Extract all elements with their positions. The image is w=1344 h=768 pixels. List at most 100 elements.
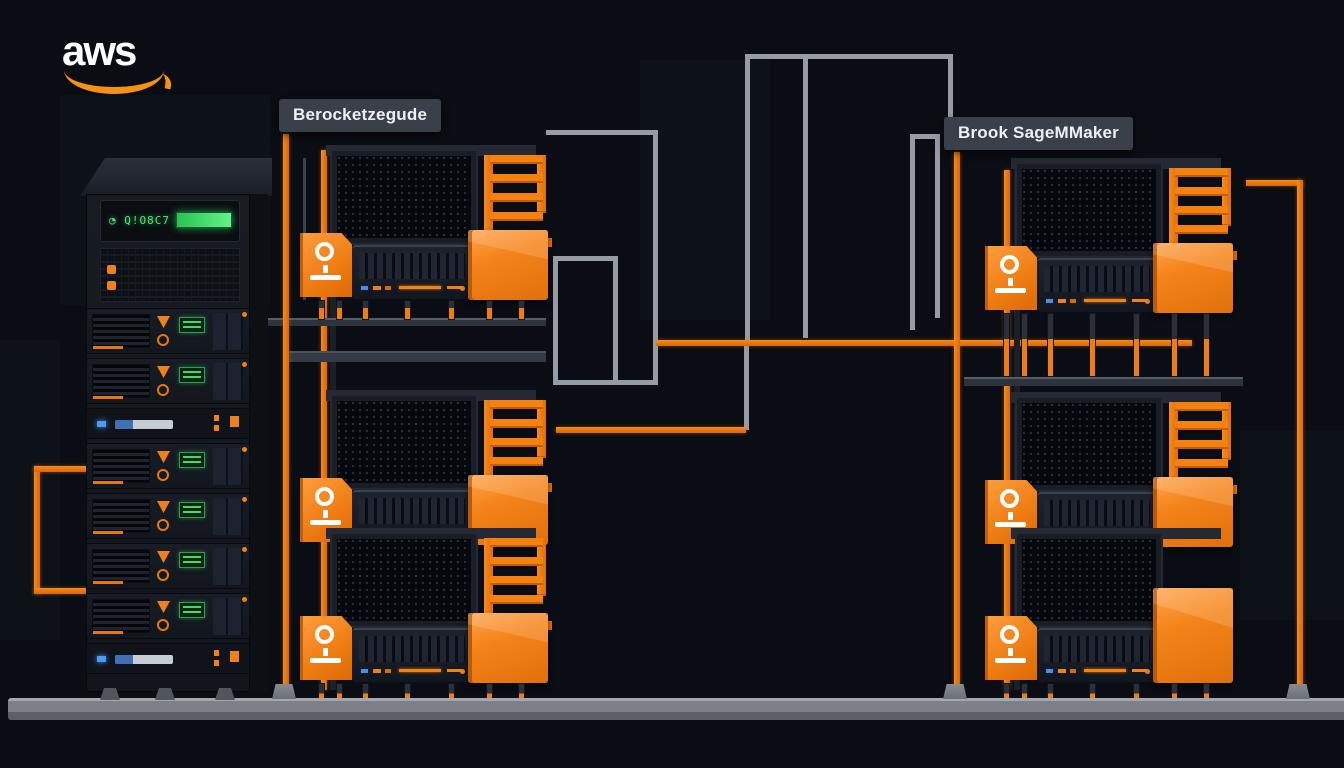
server-cluster [300, 390, 555, 545]
drive-bays [213, 448, 243, 485]
orange-dashes [214, 415, 219, 431]
vent-grille [92, 549, 150, 583]
chip-grid-panel [337, 156, 471, 238]
connector-line [910, 134, 915, 330]
mini-lcd [179, 502, 205, 518]
connector-line [553, 256, 617, 261]
shelf-bar [288, 351, 546, 362]
status-led [242, 447, 247, 452]
indicator-strip [1044, 297, 1150, 306]
server-cluster [300, 145, 555, 320]
blue-led [97, 656, 106, 662]
chip-grid-panel [1022, 539, 1156, 621]
orange-strip [93, 631, 123, 634]
floor [8, 698, 1344, 720]
aws-smile-icon [64, 70, 164, 94]
orange-knob-icon [157, 551, 170, 563]
connector-line [653, 130, 658, 384]
line-foot [1286, 684, 1310, 699]
power-line [34, 466, 90, 472]
server-cluster [985, 158, 1240, 377]
mini-lcd [179, 602, 205, 618]
orange-strip [93, 481, 123, 484]
drive-bays [213, 498, 243, 535]
connector-line [803, 54, 808, 338]
connector-line [553, 256, 558, 384]
connector-line [553, 380, 658, 385]
server-unit [86, 443, 250, 489]
key-grid [359, 498, 465, 524]
storage-box [468, 230, 548, 300]
lcd-progress-bar [176, 212, 232, 228]
server-unit [86, 593, 250, 639]
drive-bays [213, 363, 243, 400]
key-grid [359, 253, 465, 279]
orange-ring-icon [157, 384, 169, 396]
aws-logo: aws [62, 27, 182, 94]
storage-box [1153, 588, 1233, 683]
chip-grid-panel [337, 539, 471, 621]
keyboard-server [1037, 258, 1157, 312]
mini-lcd [179, 317, 205, 333]
server-cluster [985, 392, 1240, 547]
power-line [1004, 170, 1010, 690]
connector-line [744, 341, 749, 430]
orange-tab [230, 651, 239, 662]
mini-lcd [179, 552, 205, 568]
storage-box [1153, 243, 1233, 313]
aws-logo-text: aws [62, 27, 137, 74]
chip-grid-frame [1015, 162, 1163, 258]
orange-ring-icon [157, 519, 169, 531]
power-line [1297, 180, 1303, 694]
server-unit [86, 493, 250, 539]
slim-unit [86, 408, 250, 439]
connector-line [910, 134, 940, 139]
user-badge-icon [985, 616, 1037, 680]
drive-bays [213, 598, 243, 635]
shelf-bar [964, 377, 1243, 386]
keyboard-server [1037, 628, 1157, 682]
orange-strip [93, 531, 123, 534]
chip-grid-frame [1015, 396, 1163, 492]
connector-line [613, 256, 618, 380]
power-line [656, 340, 1192, 346]
rack-shelf-icon [1159, 398, 1237, 494]
orange-ring-icon [157, 619, 169, 631]
vent-grille [92, 364, 150, 398]
power-line [1246, 180, 1303, 186]
server-rack: ◔ Q!O8C7 [80, 158, 272, 692]
indicator-strip [359, 284, 465, 293]
orange-button [107, 281, 116, 290]
orange-tab [230, 416, 239, 427]
chip-grid-frame [330, 149, 478, 245]
server-unit [86, 308, 250, 354]
server-unit [86, 543, 250, 589]
background-patch [0, 340, 60, 640]
key-grid [1044, 266, 1150, 292]
status-led [242, 312, 247, 317]
chip-grid-frame [330, 394, 478, 490]
rack-foot [215, 688, 235, 700]
rack-shelf-icon [474, 151, 552, 247]
rack-foot [155, 688, 175, 700]
power-line [556, 427, 746, 433]
orange-button [107, 265, 116, 274]
rack-shelf-icon [1159, 164, 1237, 260]
background-patch [1240, 430, 1344, 620]
user-badge-icon [300, 616, 352, 680]
orange-knob-icon [157, 501, 170, 513]
indicator-strip [1044, 667, 1150, 676]
line-foot [943, 684, 967, 699]
drive-bays [213, 548, 243, 585]
drive-bays [213, 313, 243, 350]
rack-side-panel [250, 194, 268, 692]
orange-dashes [214, 650, 219, 666]
key-grid [1044, 500, 1150, 526]
orange-ring-icon [157, 569, 169, 581]
key-grid [359, 636, 465, 662]
connector-line [935, 134, 940, 318]
power-line [34, 466, 40, 594]
orange-strip [93, 346, 123, 349]
power-line [321, 150, 327, 690]
slim-unit [86, 643, 250, 674]
